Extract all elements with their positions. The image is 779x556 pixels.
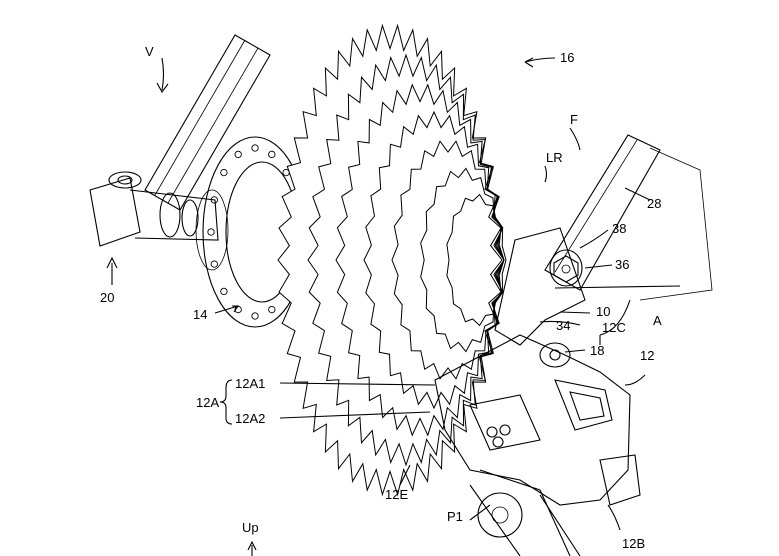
hub-bolt-hole [220, 287, 228, 296]
hub-bolt-hole [251, 312, 259, 320]
label-f: F [570, 112, 578, 127]
sprocket-ring [277, 23, 503, 497]
label-12e: 12E [385, 487, 408, 502]
label-34: 34 [556, 318, 570, 333]
hub-bolt-hole [251, 144, 259, 152]
label-14: 14 [193, 307, 207, 322]
hub-bolt-hole [210, 260, 218, 268]
label-12a2: 12A2 [235, 411, 265, 426]
hub-bolt-hole [220, 168, 228, 177]
label-12b: 12B [622, 536, 645, 551]
hub-bolt-hole [268, 305, 276, 314]
hub-bolt-hole [210, 196, 218, 204]
label-36: 36 [615, 257, 629, 272]
label-16: 16 [560, 50, 574, 65]
cassette-sprocket-16 [277, 23, 507, 497]
label-v: V [145, 44, 154, 59]
rear-derailleur-12 [434, 334, 641, 506]
hub-bolt-hole [234, 150, 242, 159]
label-10: 10 [596, 304, 610, 319]
right-frame-stay-f [544, 134, 713, 301]
label-28: 28 [647, 196, 661, 211]
label-12: 12 [640, 348, 654, 363]
sprocket-ring [446, 193, 507, 327]
hub-bolt-hole [207, 228, 215, 236]
derailleur-hanger-34 [494, 227, 586, 346]
label-lr: LR [546, 150, 563, 165]
label-a: A [653, 313, 662, 328]
sprocket-ring [391, 140, 505, 380]
label-up: Up [242, 520, 259, 535]
chain-guide-pulley-p1 [469, 469, 581, 556]
left-chain-stay [144, 34, 271, 211]
label-12c: 12C [602, 320, 626, 335]
label-38: 38 [612, 221, 626, 236]
arrow-v [156, 57, 169, 94]
label-12a: 12A [196, 395, 219, 410]
sprocket-ring [335, 83, 505, 437]
axle-end-20 [89, 171, 219, 247]
hub-bolt-hole [268, 150, 276, 159]
label-12a1: 12A1 [235, 376, 265, 391]
label-20: 20 [100, 290, 114, 305]
sprocket-ring [307, 53, 505, 467]
sprocket-ring [420, 167, 505, 353]
label-18: 18 [590, 343, 604, 358]
leader-lines [106, 57, 681, 556]
label-p1: P1 [447, 509, 463, 524]
sprocket-ring [363, 110, 505, 410]
